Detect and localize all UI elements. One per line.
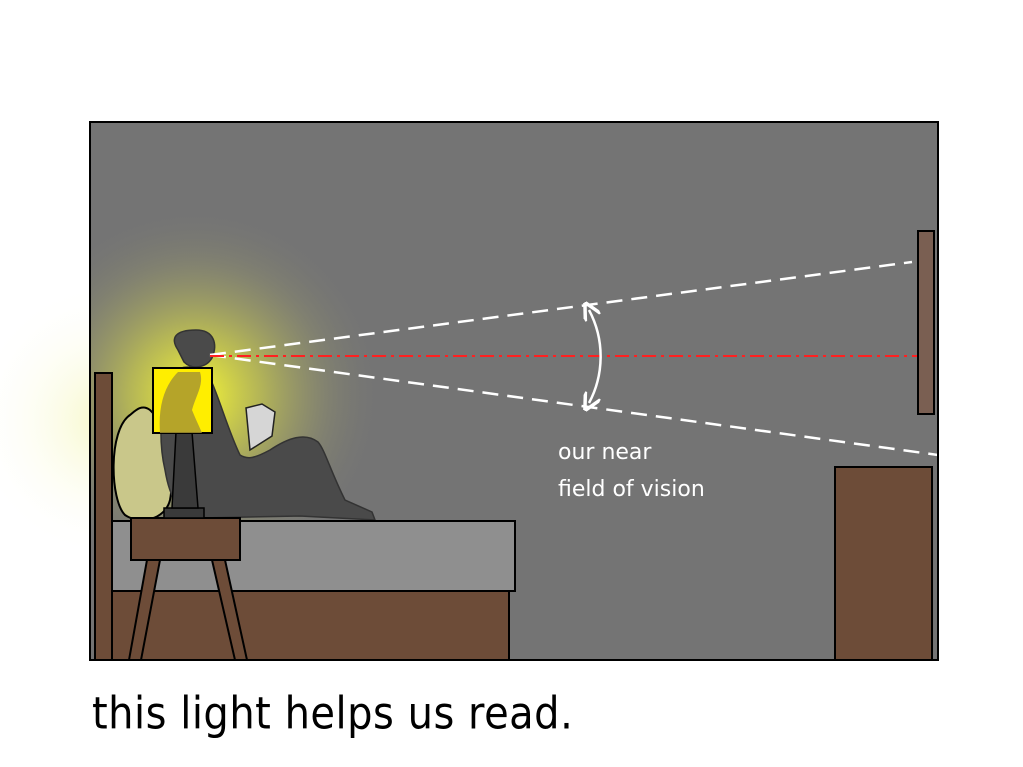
- wall-picture: [917, 230, 935, 415]
- annotation-line-1: our near: [558, 440, 652, 465]
- silhouette-through-shade: [159, 372, 202, 433]
- room-border: [89, 121, 939, 661]
- vision-cone-lower-line: [209, 353, 938, 457]
- bed-frame: [111, 590, 510, 660]
- reading-person-silhouette: [160, 329, 377, 521]
- vision-cone-upper-line: [209, 260, 913, 357]
- dresser: [834, 466, 933, 660]
- headboard: [94, 372, 113, 660]
- caption: this light helps us read.: [92, 688, 574, 740]
- book: [245, 403, 276, 452]
- annotation-line-2: field of vision: [558, 477, 705, 502]
- nightstand: [130, 517, 241, 561]
- lamp-base: [163, 507, 205, 519]
- pillow: [112, 406, 173, 521]
- vision-angle-arrow: [589, 310, 602, 403]
